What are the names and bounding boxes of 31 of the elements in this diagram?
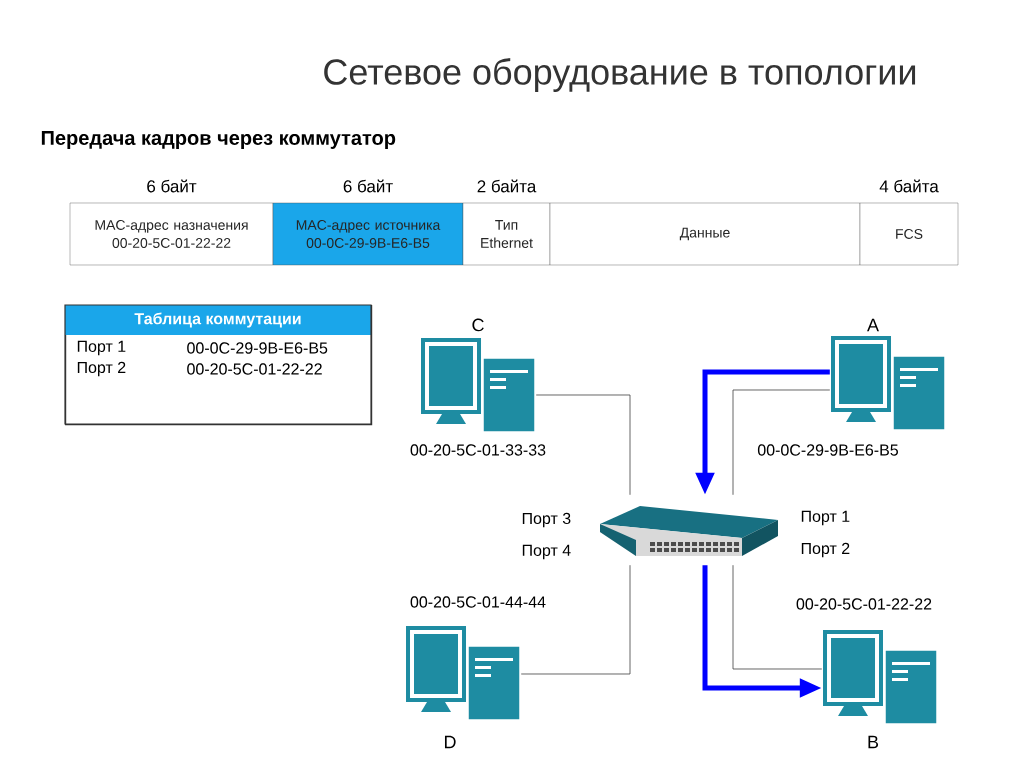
mac-address: 00-0C-29-9B-E6-B5 [757, 444, 898, 456]
frame-field: FCS [859, 202, 959, 266]
port-label: Порт 3 [522, 512, 571, 528]
mac-address: 00-20-5C-01-44-44 [410, 596, 546, 608]
frame-field: MAC-адрес назначения 00-20-5C-01-22-22 [69, 202, 274, 266]
port-label: Порт 1 [801, 510, 850, 526]
switch-drawing [600, 506, 778, 556]
table-cell: Порт 1 [77, 340, 126, 356]
computer-name: B [868, 735, 879, 749]
table-cell: 00-0C-29-9B-E6-B5 [187, 342, 328, 354]
byte-count: 6 байт [147, 179, 197, 193]
mac-address: 00-20-5C-01-33-33 [410, 444, 546, 456]
computer-name: A [867, 318, 879, 332]
computer-name: D [445, 735, 456, 749]
byte-count: 4 байта [879, 179, 939, 193]
cable-line [535, 394, 631, 496]
table-cell: Порт 2 [77, 361, 126, 377]
port-label: Порт 4 [522, 544, 571, 560]
port-label: Порт 2 [801, 542, 850, 558]
mac-address: 00-20-5C-01-22-22 [796, 598, 932, 610]
cable-line [520, 564, 631, 675]
table-cell: 00-20-5C-01-22-22 [187, 363, 322, 375]
cable-line [732, 389, 831, 496]
subtitle: Передача кадров через коммутатор [41, 131, 396, 149]
computer-name: C [472, 318, 484, 332]
cable-line [732, 564, 823, 670]
frame-field: Тип Ethernet [462, 202, 551, 266]
byte-count: 6 байт [343, 179, 393, 193]
title: Сетевое оборудование в топологии [324, 58, 916, 92]
byte-count: 2 байта [477, 179, 537, 193]
frame-field: MAC-адрес источника 00-0C-29-9B-E6-B5 [272, 202, 464, 266]
